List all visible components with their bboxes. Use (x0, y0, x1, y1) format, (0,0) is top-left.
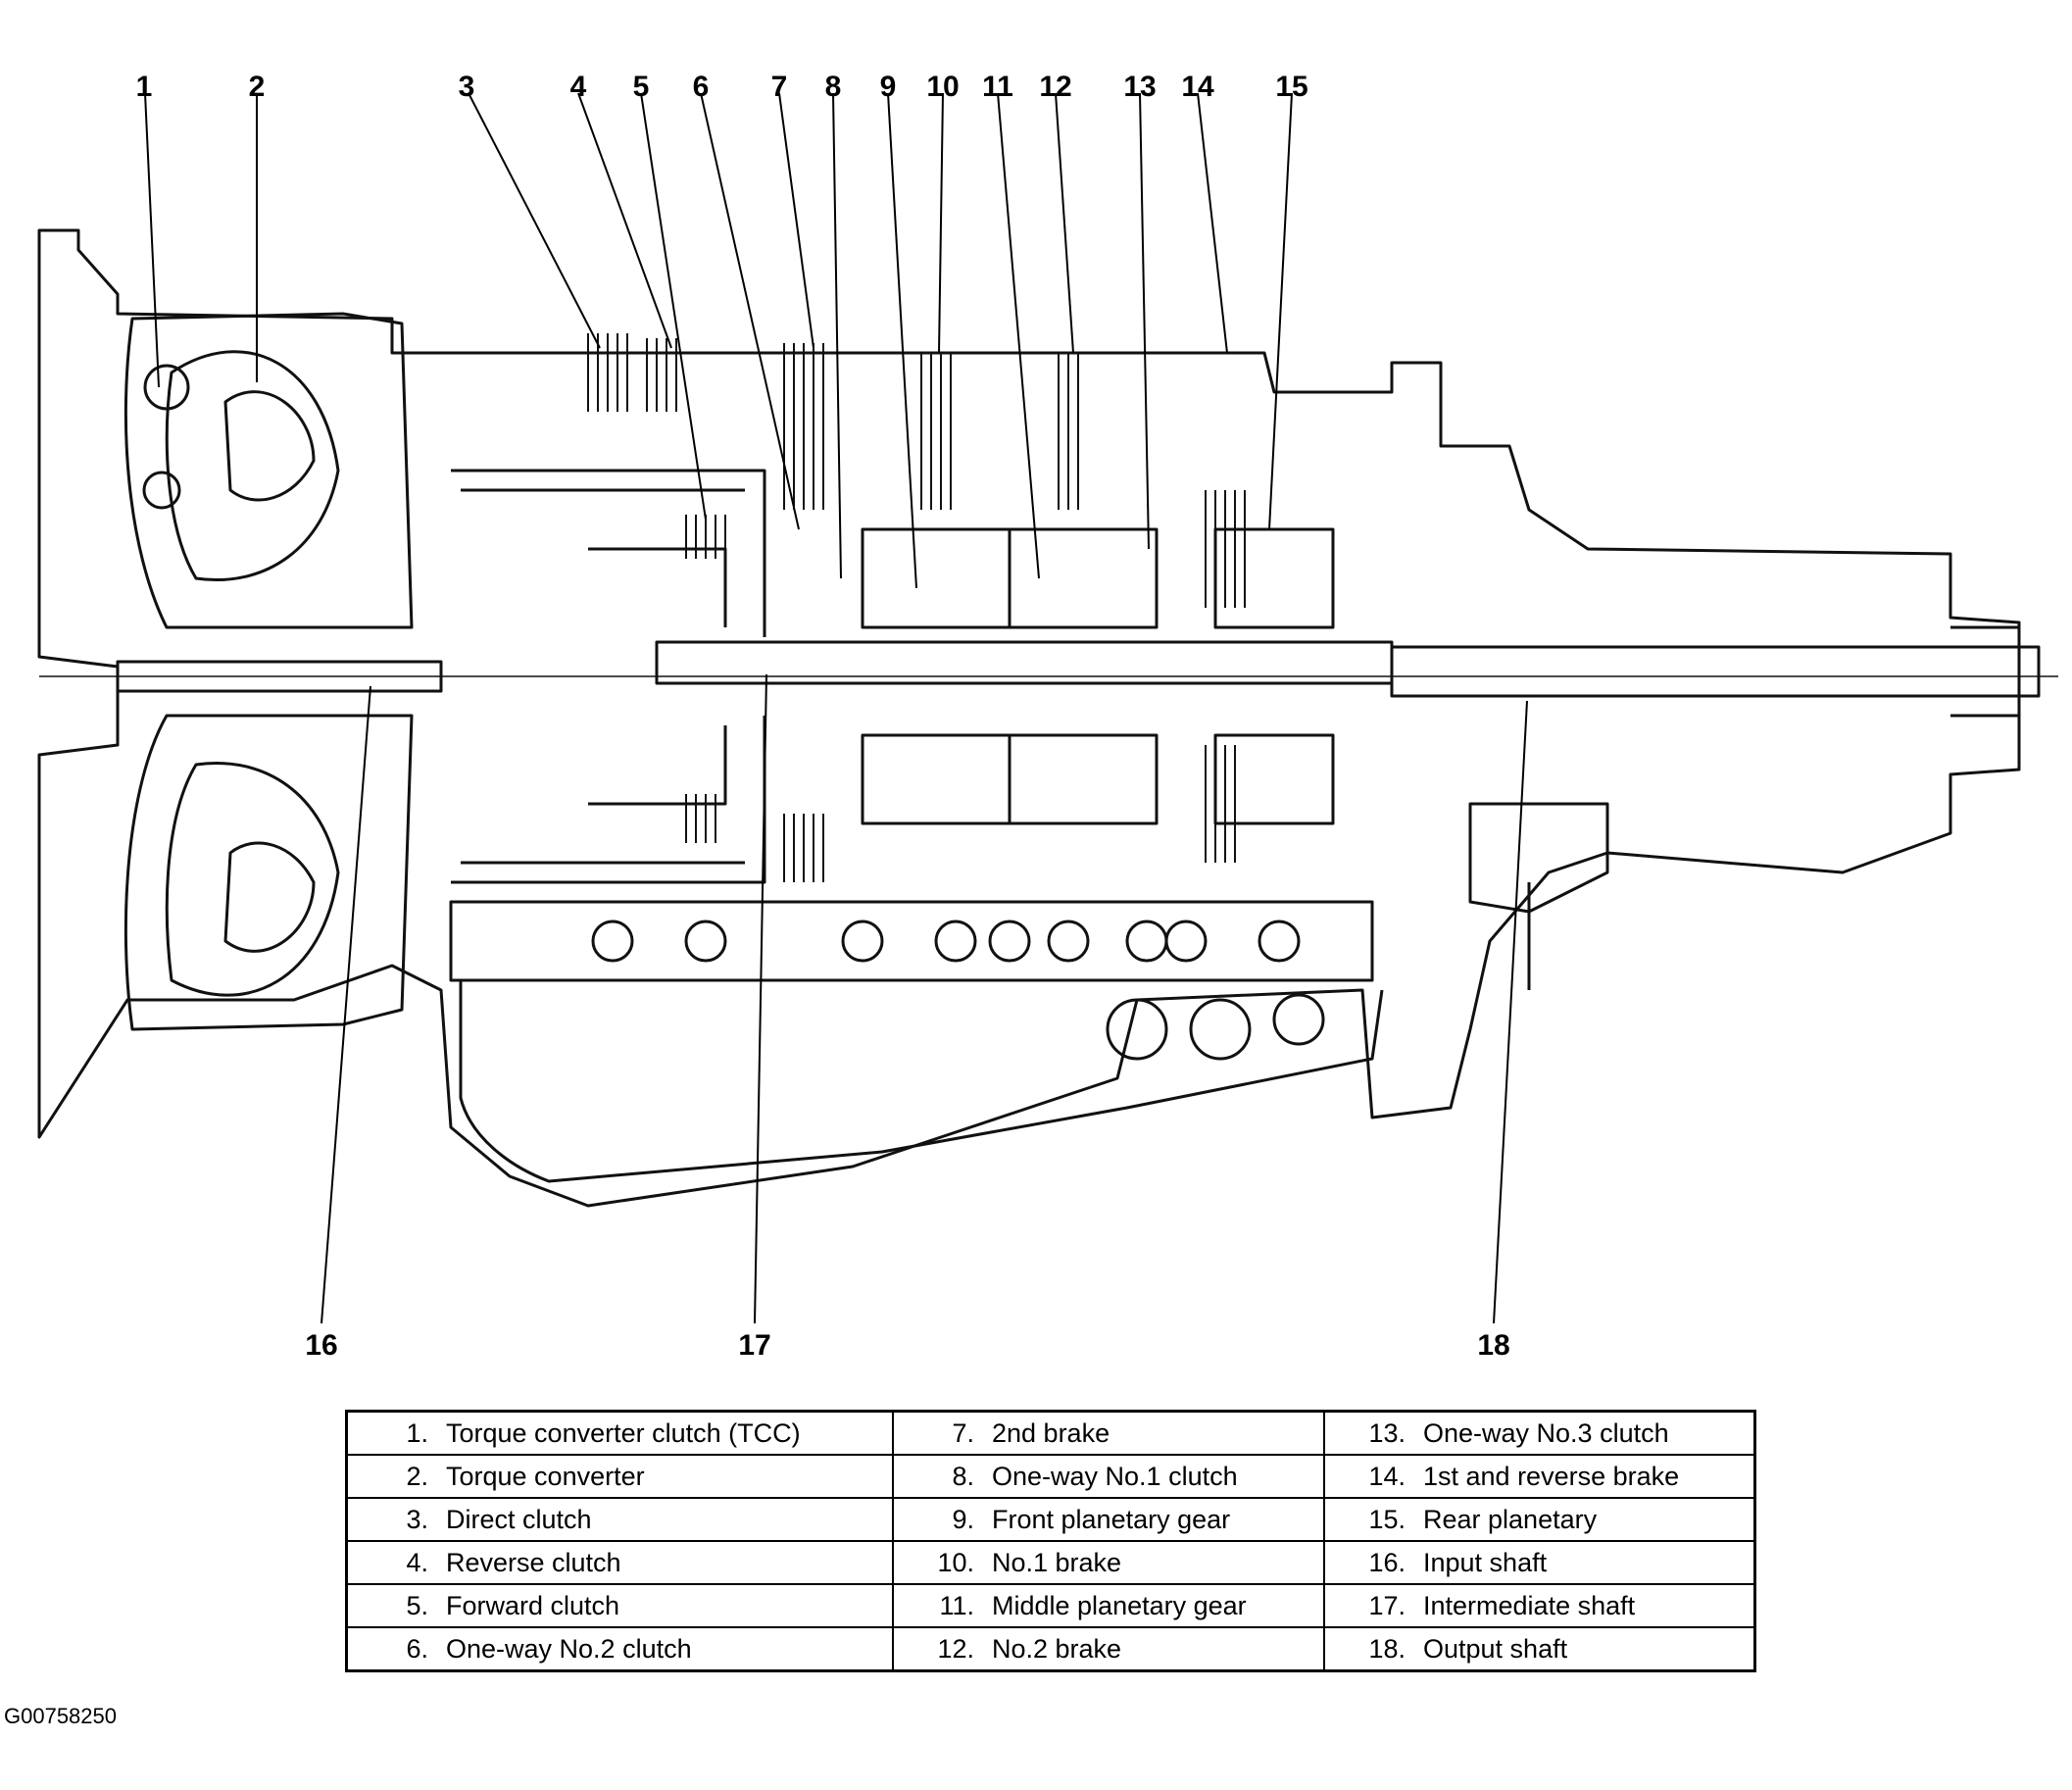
valve-body (449, 900, 1374, 982)
legend-label: No.2 brake (992, 1633, 1122, 1664)
torque-converter-lower (123, 714, 414, 1031)
legend-row: 3. Direct clutch 9. Front planetary gear 1… (345, 1497, 1756, 1542)
legend-label: One-way No.1 clutch (992, 1461, 1238, 1491)
legend-row: 4. Reverse clutch 10. No.1 brake 16. Input … (345, 1540, 1756, 1585)
legend-label: Reverse clutch (446, 1547, 621, 1577)
legend-label: One-way No.3 clutch (1423, 1417, 1669, 1448)
callout-15: 15 (1275, 71, 1307, 103)
legend-label: Input shaft (1423, 1547, 1548, 1577)
callout-14: 14 (1181, 71, 1214, 103)
legend-row: 2. Torque converter 8. One-way No.1 clutch… (345, 1454, 1756, 1499)
callout-10: 10 (926, 71, 959, 103)
callout-12: 12 (1039, 71, 1071, 103)
legend-number: 3. (406, 1504, 428, 1534)
legend-label: Intermediate shaft (1423, 1590, 1636, 1620)
legend-number: 2. (406, 1461, 428, 1491)
legend-row: 5. Forward clutch 11. Middle planetary gea… (345, 1583, 1756, 1628)
torque-converter-upper (123, 312, 414, 629)
legend-label: Middle planetary gear (992, 1590, 1247, 1620)
legend-number: 10. (937, 1547, 974, 1577)
legend-row: 6. One-way No.2 clutch 12. No.2 brake 18. O… (345, 1626, 1756, 1672)
legend-label: 2nd brake (992, 1417, 1110, 1448)
output-shaft (1390, 645, 2041, 698)
clutch-packs-lower (685, 745, 1236, 882)
callout-5: 5 (633, 71, 650, 103)
callout-17: 17 (738, 1329, 770, 1362)
legend-label: No.1 brake (992, 1547, 1122, 1577)
legend-number: 11. (939, 1590, 974, 1620)
legend-number: 14. (1368, 1461, 1406, 1491)
legend-number: 17. (1368, 1590, 1406, 1620)
legend-label: Output shaft (1423, 1633, 1568, 1664)
legend-number: 7. (952, 1417, 974, 1448)
callout-2: 2 (249, 71, 266, 103)
figure-id: G00758250 (4, 1704, 117, 1728)
callout-1: 1 (136, 71, 153, 103)
legend-label: Direct clutch (446, 1504, 592, 1534)
oil-pan (459, 980, 1384, 1183)
bell-housing (37, 228, 2021, 1208)
transmission-cutaway-diagram: 1 2 3 4 5 6 7 8 9 10 11 12 13 14 15 16 1… (37, 71, 2058, 1362)
callout-6: 6 (693, 71, 710, 103)
legend-number: 4. (406, 1547, 428, 1577)
callout-18: 18 (1477, 1329, 1509, 1362)
callout-4: 4 (570, 71, 587, 103)
callout-3: 3 (459, 71, 475, 103)
middle-planetary (1008, 527, 1159, 629)
callout-8: 8 (825, 71, 842, 103)
callout-7: 7 (771, 71, 788, 103)
legend-number: 6. (406, 1633, 428, 1664)
rear-planetary (1213, 527, 1335, 629)
legend-label: Front planetary gear (992, 1504, 1231, 1534)
callout-9: 9 (880, 71, 897, 103)
callout-numbers: 1 2 3 4 5 6 7 8 9 10 11 12 13 14 15 16 1… (136, 71, 1510, 1362)
legend-label: 1st and reverse brake (1423, 1461, 1680, 1491)
callout-11: 11 (982, 71, 1013, 103)
component-legend-table: 1. Torque converter clutch (TCC) 7. 2nd br… (345, 1410, 1756, 1672)
legend-row: 1. Torque converter clutch (TCC) 7. 2nd br… (345, 1410, 1756, 1456)
legend-label: Torque converter clutch (TCC) (446, 1417, 801, 1448)
legend-label: One-way No.2 clutch (446, 1633, 692, 1664)
legend-label: Forward clutch (446, 1590, 620, 1620)
legend-number: 9. (952, 1504, 974, 1534)
callout-13: 13 (1123, 71, 1156, 103)
legend-number: 8. (952, 1461, 974, 1491)
legend-number: 15. (1368, 1504, 1406, 1534)
legend-label: Rear planetary (1423, 1504, 1598, 1534)
legend-number: 1. (406, 1417, 428, 1448)
leader-lines (144, 92, 1528, 1324)
legend-number: 13. (1368, 1417, 1406, 1448)
legend-number: 5. (406, 1590, 428, 1620)
legend-label: Torque converter (446, 1461, 645, 1491)
legend-number: 12. (937, 1633, 974, 1664)
callout-16: 16 (305, 1329, 337, 1362)
legend-number: 16. (1368, 1547, 1406, 1577)
front-planetary (861, 527, 1011, 629)
legend-number: 18. (1368, 1633, 1406, 1664)
